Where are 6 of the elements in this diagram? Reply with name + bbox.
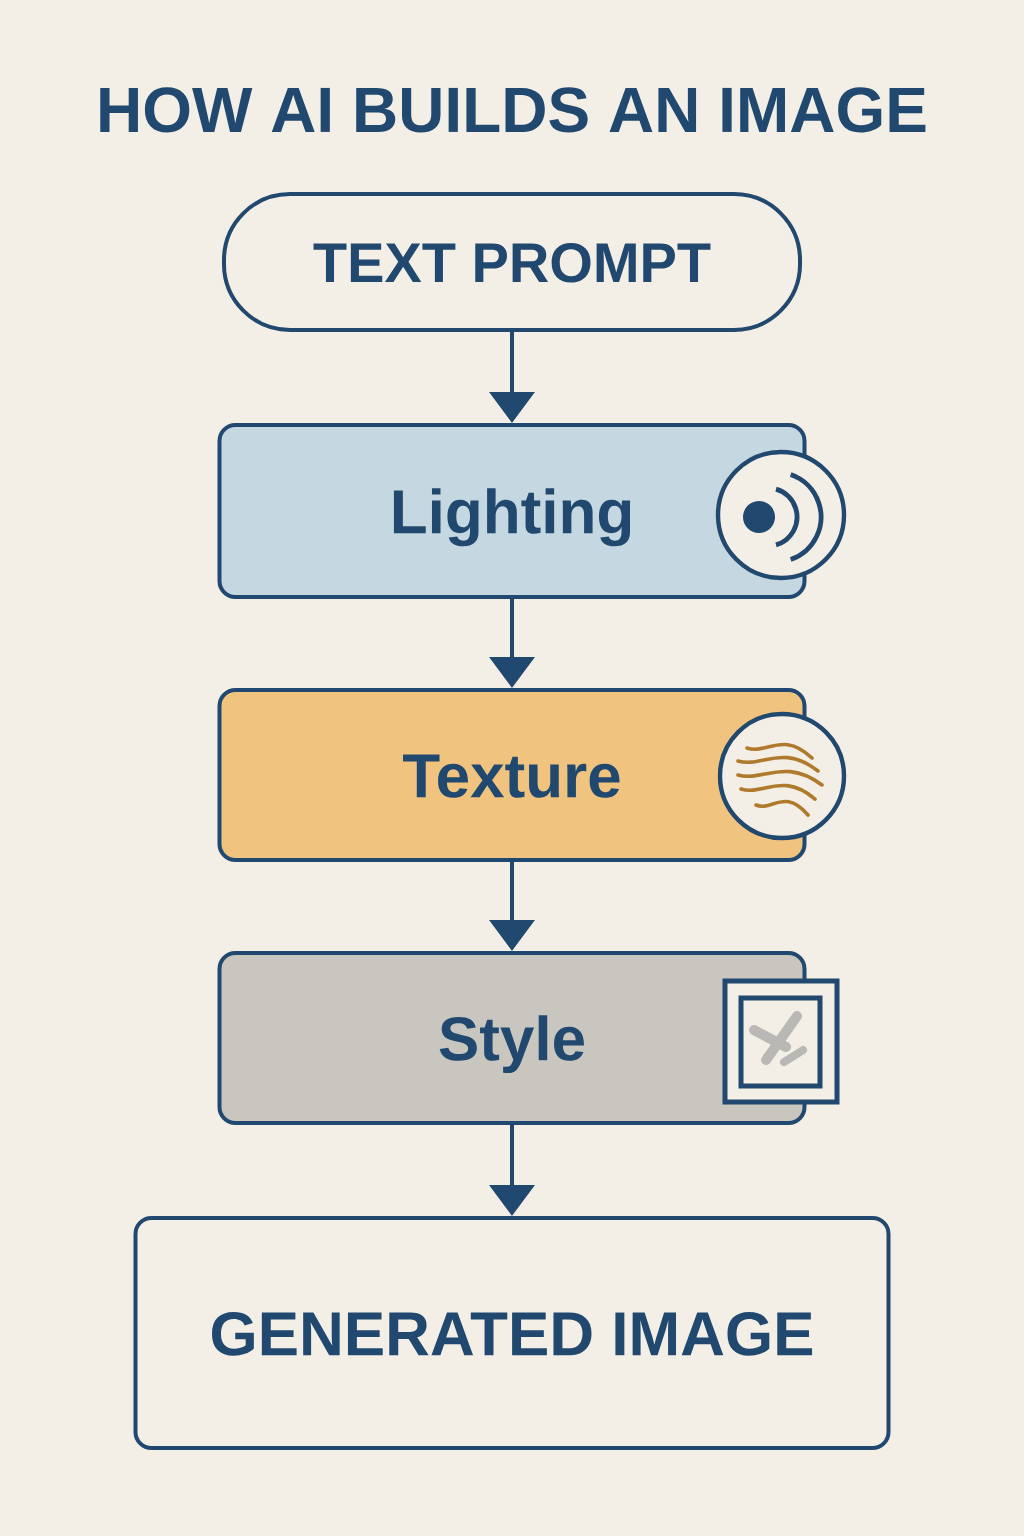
process-box: Style <box>217 951 807 1125</box>
process-box: Texture <box>217 688 807 862</box>
process-box: Lighting <box>217 423 807 599</box>
title: HOW AI BUILDS AN IMAGE <box>100 87 926 133</box>
terminal-box: TEXT PROMPT <box>222 192 802 332</box>
terminal-box: GENERATED IMAGE <box>133 1216 891 1450</box>
